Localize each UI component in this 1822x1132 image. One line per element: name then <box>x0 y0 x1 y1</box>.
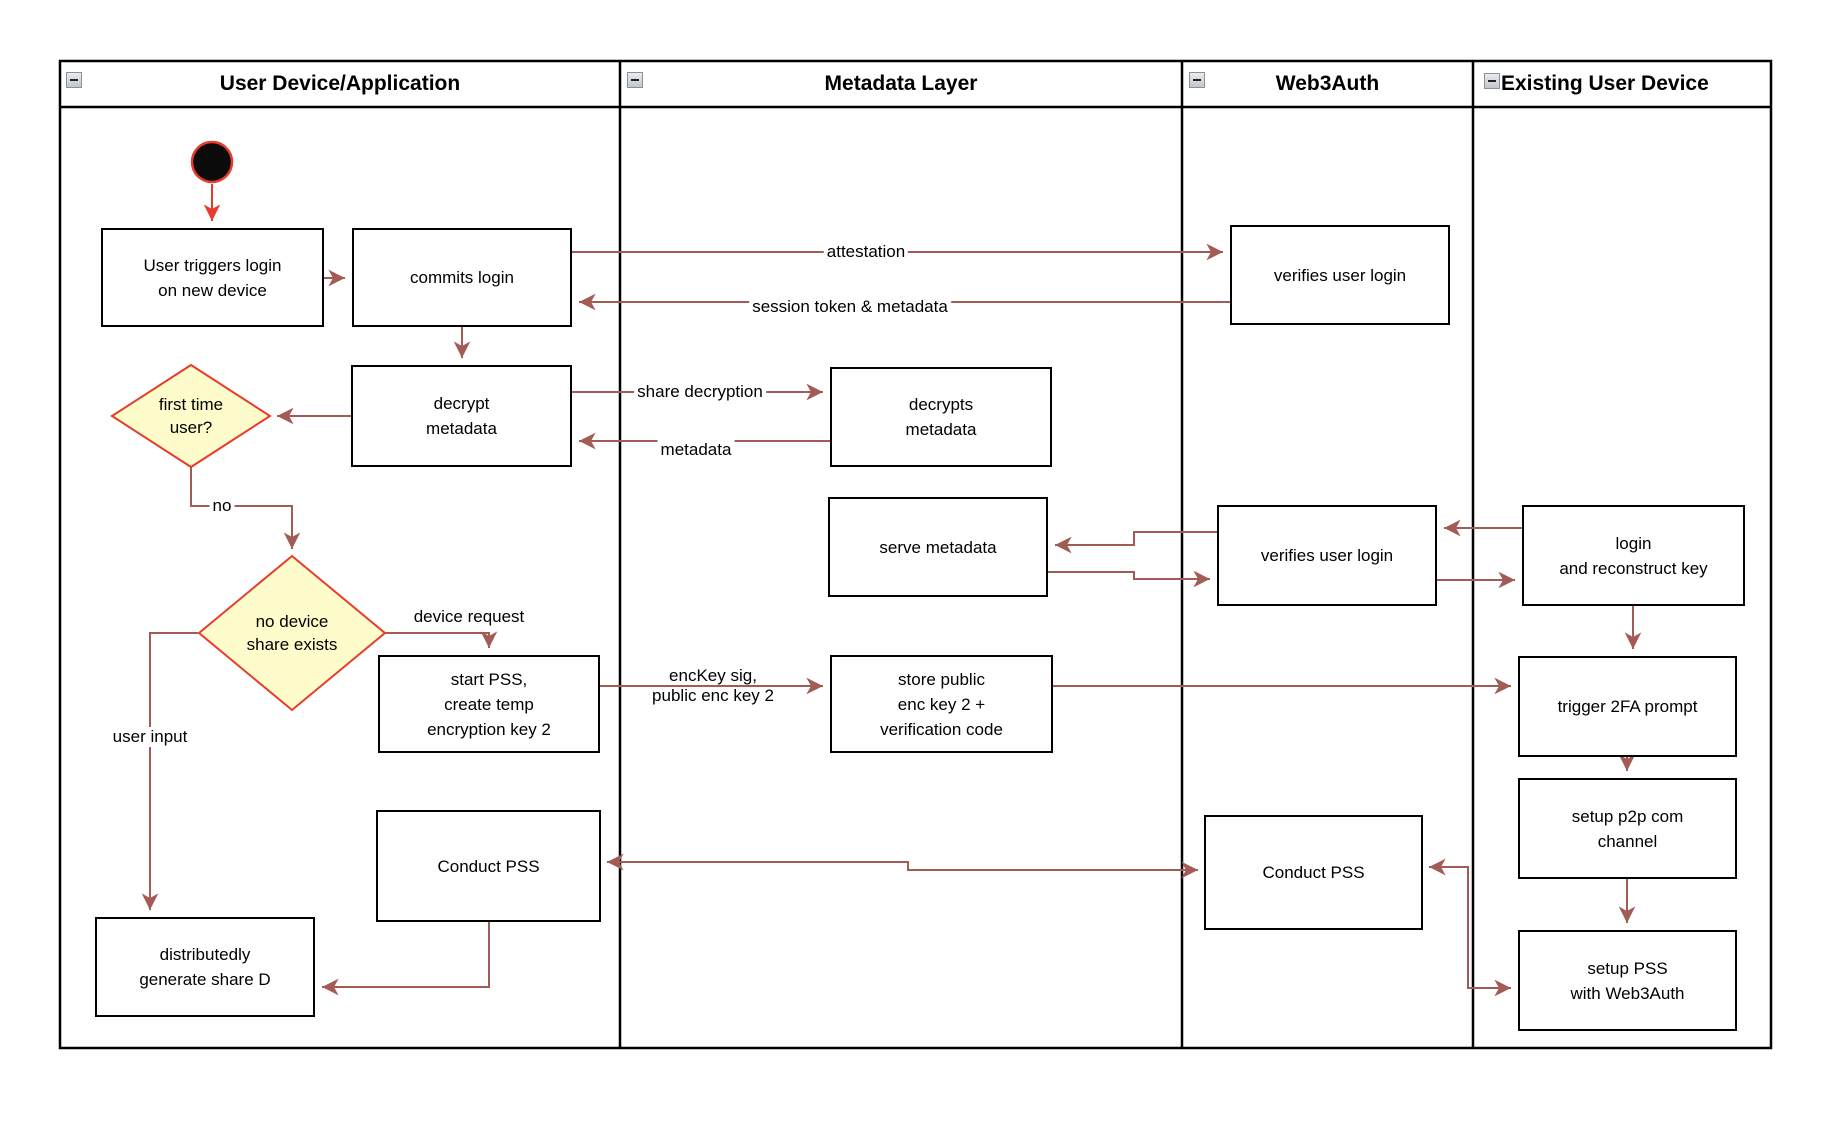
collapse-icon[interactable] <box>627 72 643 88</box>
minus-icon <box>631 79 639 81</box>
node-conduct-pss-web3auth[interactable]: Conduct PSS <box>1204 815 1423 930</box>
node-login-reconstruct-key[interactable]: login and reconstruct key <box>1522 505 1745 606</box>
edge-no-branch <box>190 467 301 549</box>
lane-title-user-device[interactable]: User Device/Application <box>219 72 461 95</box>
decision-label-first-time: first time user? <box>158 395 224 437</box>
edge-label-device-request: device request <box>413 607 525 626</box>
edge-label-metadata: metadata <box>657 440 735 460</box>
edge-verifies-to-serve <box>1055 531 1217 554</box>
decision-no-device-share[interactable] <box>197 554 387 712</box>
edge-label-enckey: encKey sig, public enc key 2 <box>652 666 774 705</box>
edge-device-request <box>385 631 498 648</box>
minus-icon <box>70 79 78 81</box>
node-commits-login[interactable]: commits login <box>352 228 572 327</box>
lane-title-web3auth[interactable]: Web3Auth <box>1275 72 1380 95</box>
edge-label-share-decryption: share decryption <box>634 382 766 402</box>
node-setup-pss-web3auth[interactable]: setup PSS with Web3Auth <box>1518 930 1737 1031</box>
node-decrypt-metadata[interactable]: decrypt metadata <box>351 365 572 467</box>
collapse-icon[interactable] <box>66 72 82 88</box>
minus-icon <box>1488 80 1496 82</box>
node-verifies-login-1[interactable]: verifies user login <box>1230 225 1450 325</box>
start-node[interactable] <box>190 140 234 184</box>
edge-setuppss-to-conduct <box>1429 858 1511 997</box>
collapse-icon[interactable] <box>1189 72 1205 88</box>
edge-label-no: no <box>209 496 235 516</box>
minus-icon <box>1193 79 1201 81</box>
node-decrypts-metadata[interactable]: decrypts metadata <box>830 367 1052 467</box>
lane-title-metadata[interactable]: Metadata Layer <box>824 72 978 95</box>
edge-label-session-token: session token & metadata <box>749 297 951 317</box>
edge-user-input <box>141 632 198 910</box>
node-generate-share-d[interactable]: distributedly generate share D <box>95 917 315 1017</box>
edge-label-user-input: user input <box>109 727 191 747</box>
edge-conduct-to-generate <box>322 922 490 996</box>
edge-conduct-pss-link <box>607 853 1198 879</box>
node-setup-p2p[interactable]: setup p2p com channel <box>1518 778 1737 879</box>
lane-title-existing-device[interactable]: Existing User Device <box>1501 72 1709 95</box>
node-conduct-pss-user[interactable]: Conduct PSS <box>376 810 601 922</box>
decision-label-no-device-share: no device share exists <box>246 612 338 654</box>
node-start-pss[interactable]: start PSS, create temp encryption key 2 <box>378 655 600 753</box>
decision-first-time-user[interactable] <box>110 363 272 469</box>
node-trigger-2fa[interactable]: trigger 2FA prompt <box>1518 656 1737 757</box>
edge-label-attestation: attestation <box>823 242 909 262</box>
node-verifies-login-2[interactable]: verifies user login <box>1217 505 1437 606</box>
node-store-public-key[interactable]: store public enc key 2 + verification co… <box>830 655 1053 753</box>
collapse-icon[interactable] <box>1484 73 1500 89</box>
node-serve-metadata[interactable]: serve metadata <box>828 497 1048 597</box>
edge-serve-to-verifies <box>1048 570 1210 588</box>
node-user-triggers-login[interactable]: User triggers login on new device <box>101 228 324 327</box>
